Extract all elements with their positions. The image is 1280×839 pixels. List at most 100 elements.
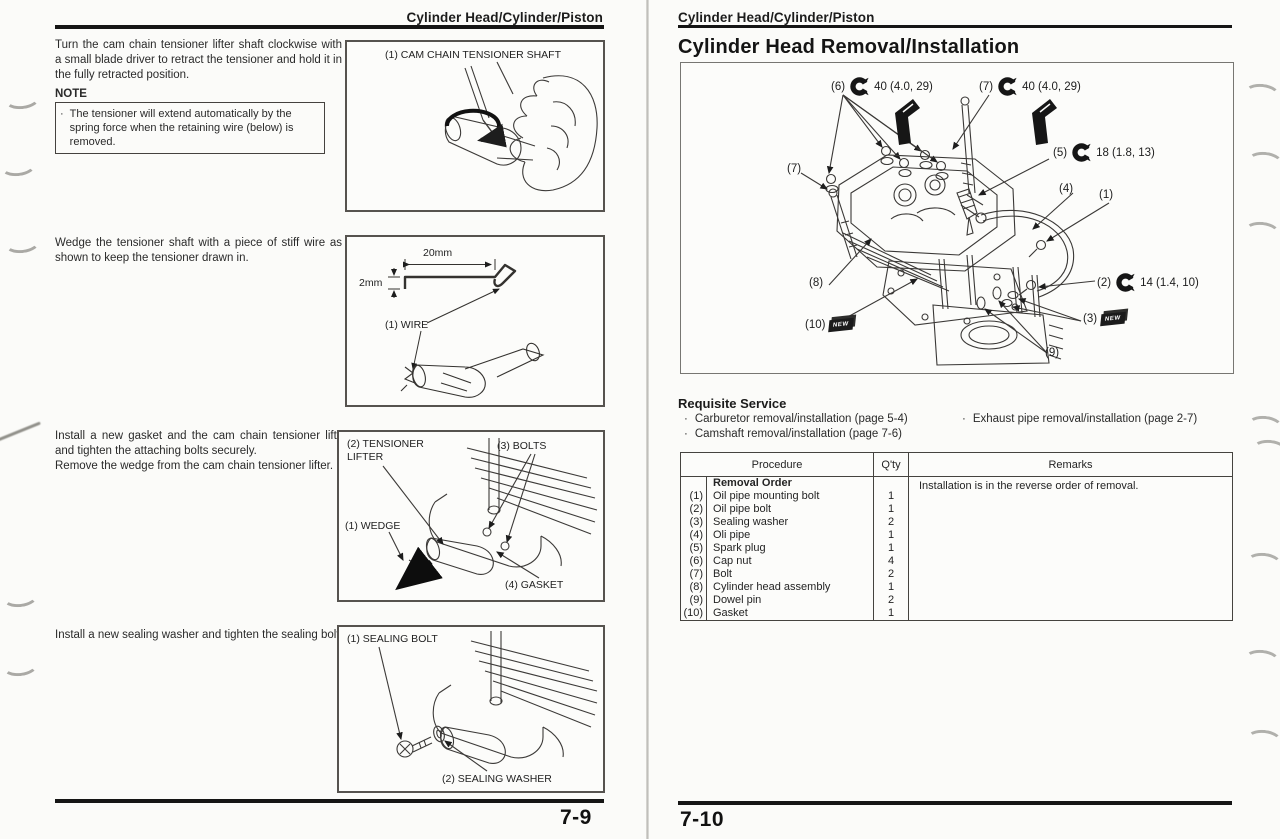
figure3-tensioner-lifter-label: (2) TENSIONER LIFTER xyxy=(347,438,424,463)
callout-ref: (5) xyxy=(1053,146,1068,159)
cylinder-head-exploded-illustration xyxy=(800,94,1110,366)
callout-7-top: (7) 40 (4.0, 29) xyxy=(979,77,1081,96)
step-num: (3) xyxy=(680,516,707,529)
step-num: (5) xyxy=(680,542,707,555)
header-rule xyxy=(55,25,604,29)
step-1-text: Turn the cam chain tensioner lifter shaf… xyxy=(55,39,342,81)
step-num: (1) xyxy=(680,490,707,503)
remarks-cell: Installation is in the reverse order of … xyxy=(919,480,1139,492)
callout-10: (10) NEW xyxy=(805,317,854,333)
step-name: Oil pipe bolt xyxy=(713,503,772,515)
torque-wrench-icon xyxy=(1072,143,1093,162)
callout-3: (3) NEW xyxy=(1083,311,1126,327)
callout-ref: (6) xyxy=(831,80,846,93)
callout-ref: (4) xyxy=(1059,183,1074,195)
step-qty: 1 xyxy=(873,490,909,503)
figure4-sealing-washer-label: (2) SEALING WASHER xyxy=(442,773,552,785)
bullet: · xyxy=(684,413,688,425)
step-qty: 1 xyxy=(873,503,909,516)
callout-ref: (7) xyxy=(787,163,802,175)
requisite-item: · Exhaust pipe removal/installation (page… xyxy=(962,413,1197,425)
figure3-wedge-label: (1) WEDGE xyxy=(345,520,401,532)
step-qty: 4 xyxy=(873,555,909,568)
socket-wrench-icon xyxy=(895,99,1057,145)
manual-page-left: Cylinder Head/Cylinder/Piston Turn the c… xyxy=(0,0,647,839)
step-4-text: Install a new sealing washer and tighten… xyxy=(55,629,343,641)
callout-2: (2) 14 (1.4, 10) xyxy=(1097,273,1199,292)
footer-rule xyxy=(55,799,604,803)
step-3-sentence-1: Install a new gasket and the cam chain t… xyxy=(55,430,347,457)
figure-sealing-bolt: (1) SEALING BOLT (2) SEALING WASHER xyxy=(337,625,605,793)
callout-9: (9) xyxy=(1045,347,1059,359)
step-name: Oli pipe xyxy=(713,529,751,541)
running-header: Cylinder Head/Cylinder/Piston xyxy=(678,10,875,25)
step-num: (10) xyxy=(680,607,707,621)
callout-ref: (1) xyxy=(1099,189,1114,201)
step-qty: 2 xyxy=(873,594,909,607)
callout-6: (6) 40 (4.0, 29) xyxy=(831,77,933,96)
figure4-sealing-bolt-label: (1) SEALING BOLT xyxy=(347,633,438,645)
step-name: Gasket xyxy=(713,607,748,619)
tensioner-lifter-illustration xyxy=(382,438,598,591)
figure3-gasket-label: (4) GASKET xyxy=(505,579,564,591)
bullet: · xyxy=(962,413,966,425)
step-3-sentence-2: Remove the wedge from the cam chain tens… xyxy=(55,460,334,472)
step-name: Dowel pin xyxy=(713,594,762,606)
footer-rule xyxy=(678,801,1232,805)
step-3-text: Install a new gasket and the cam chain t… xyxy=(55,429,347,474)
step-num: (7) xyxy=(680,568,707,581)
table-row: (9) Dowel pin 2 xyxy=(680,594,1233,607)
step-qty: 1 xyxy=(873,529,909,542)
requisite-item-text: Exhaust pipe removal/installation (page … xyxy=(972,413,1198,425)
callout-ref: (8) xyxy=(809,277,824,289)
qty-header: Q'ty xyxy=(873,452,909,477)
step-num: (8) xyxy=(680,581,707,594)
requisite-item: · Camshaft removal/installation (page 7-6… xyxy=(684,428,902,440)
removal-procedure-table: Procedure Q'ty Remarks Removal Order Ins… xyxy=(680,452,1233,621)
callout-8: (8) xyxy=(809,277,823,289)
callout-ref: (7) xyxy=(979,80,994,93)
figure-retaining-wire: 20mm 2mm (1) WIRE xyxy=(345,235,605,407)
torque-spec: 18 (1.8, 13) xyxy=(1096,146,1155,159)
note-bullet: · xyxy=(60,108,64,120)
header-rule xyxy=(678,25,1232,28)
remarks-header: Remarks xyxy=(908,452,1233,477)
new-part-icon: NEW xyxy=(828,317,854,333)
step-num: (9) xyxy=(680,594,707,607)
torque-wrench-icon xyxy=(850,77,871,96)
callout-4: (4) xyxy=(1059,183,1073,195)
torque-wrench-icon xyxy=(998,77,1019,96)
table-row: Removal Order Installation is in the rev… xyxy=(680,476,1233,492)
sealing-bolt-illustration xyxy=(378,631,598,772)
figure3-bolts-label: (3) BOLTS xyxy=(497,440,547,452)
page-gutter xyxy=(646,0,649,839)
exploded-view-diagram: (6) 40 (4.0, 29) (7) 40 (4.0, 29) (5) 18… xyxy=(680,62,1234,374)
step-qty: 2 xyxy=(873,568,909,581)
callout-7-left: (7) xyxy=(787,163,801,175)
table-header-row: Procedure Q'ty Remarks xyxy=(680,452,1233,477)
step-name: Oil pipe mounting bolt xyxy=(713,490,820,502)
requisite-item: ·Carburetor removal/installation (page 5… xyxy=(684,413,908,425)
tensioner-shaft-illustration xyxy=(444,61,598,192)
note-heading: NOTE xyxy=(55,88,87,100)
step-2-text: Wedge the tensioner shaft with a piece o… xyxy=(55,237,342,264)
page-number: 7-9 xyxy=(560,806,592,829)
running-header: Cylinder Head/Cylinder/Piston xyxy=(406,10,603,25)
callout-ref: (3) xyxy=(1083,313,1098,325)
bullet: · xyxy=(684,428,688,440)
step-qty: 1 xyxy=(873,607,909,621)
wire-height-dimension: 2mm xyxy=(359,277,383,289)
new-part-icon: NEW xyxy=(1100,311,1126,327)
torque-spec: 40 (4.0, 29) xyxy=(1022,80,1081,93)
wire-width-dimension: 20mm xyxy=(423,247,453,259)
table-row: (10) Gasket 1 xyxy=(680,607,1233,621)
group-title: Removal Order xyxy=(713,477,792,489)
requisite-item-text: Camshaft removal/installation (page 7-6) xyxy=(694,428,902,440)
torque-wrench-icon xyxy=(1116,273,1137,292)
step-name: Spark plug xyxy=(713,542,766,554)
requisite-service-title: Requisite Service xyxy=(678,396,787,411)
